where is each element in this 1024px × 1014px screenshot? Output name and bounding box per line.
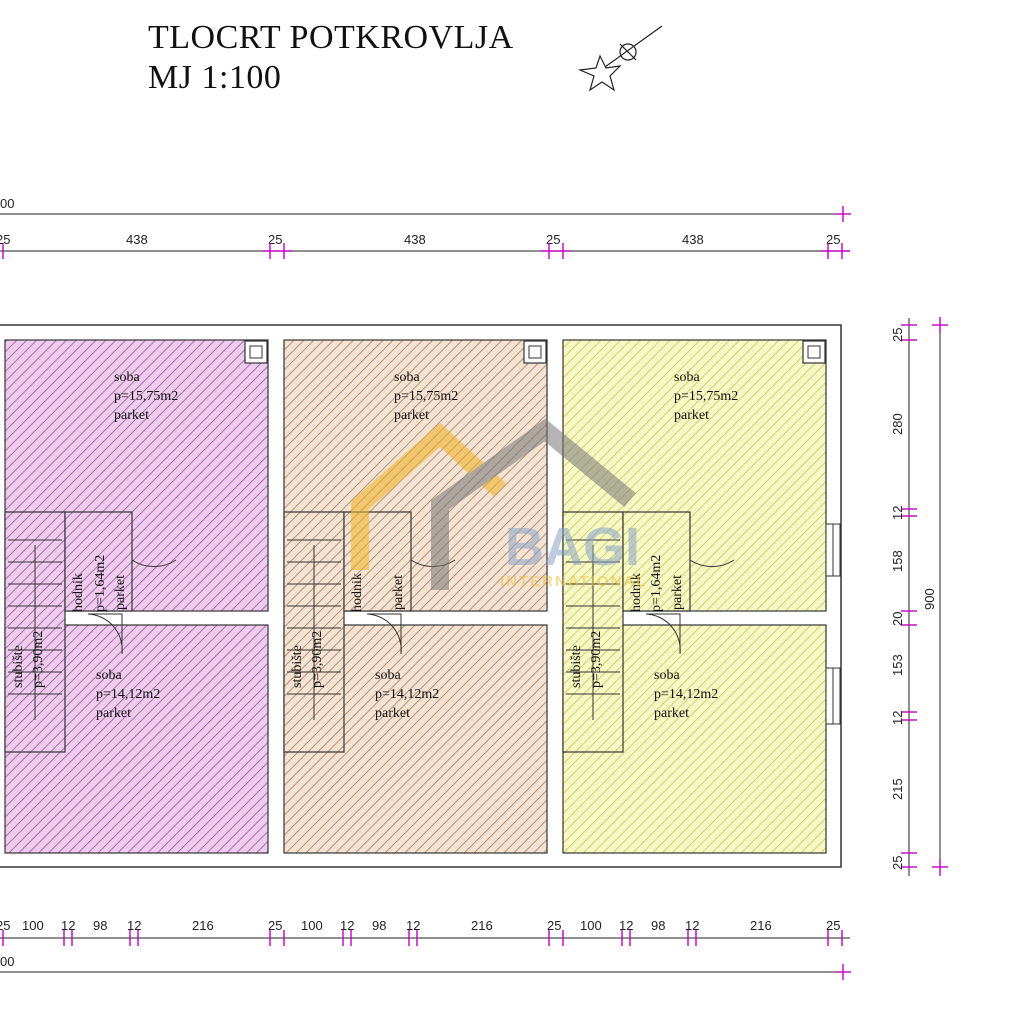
label-room-bottom-floor-3: parket — [654, 706, 689, 721]
dim-bottom-seg-16: 12 — [685, 918, 699, 933]
unit-3: soba p=15,75m2 parket soba p=14,12m2 par… — [562, 339, 841, 854]
dim-bottom-seg-13: 100 — [580, 918, 602, 933]
right-dimensions: 25 280 12 158 20 153 12 215 25 900 — [890, 317, 948, 876]
top-dimensions: 00 25 438 25 438 25 438 25 — [0, 196, 851, 259]
label-room-bottom-name-2: soba — [375, 668, 401, 683]
dim-top-seg-1: 438 — [126, 232, 148, 247]
label-stairs-area-3: p=3,90m2 — [589, 631, 604, 688]
dim-right-seg-5: 153 — [890, 654, 905, 676]
dim-bottom-seg-17: 216 — [750, 918, 772, 933]
dim-top-seg-5: 438 — [682, 232, 704, 247]
dim-top-seg-3: 438 — [404, 232, 426, 247]
label-stairs-name-2: stubište — [290, 645, 305, 688]
label-hall-name-3: hodnik — [629, 573, 644, 612]
dim-right-seg-2: 12 — [890, 506, 905, 520]
dim-bottom-seg-0: 25 — [0, 918, 10, 933]
watermark-subtext: INTERNATIONAL — [500, 573, 647, 590]
dim-right-seg-4: 20 — [890, 612, 905, 626]
dim-bottom-seg-15: 98 — [651, 918, 665, 933]
watermark-text: BAGI — [505, 517, 640, 577]
label-room-bottom-floor-1: parket — [96, 706, 131, 721]
dim-bottom-seg-10: 12 — [406, 918, 420, 933]
chimney-1 — [244, 340, 268, 364]
label-hall-floor-2: parket — [391, 575, 406, 610]
label-hall-name-1: hodnik — [71, 573, 86, 612]
dim-right-seg-7: 215 — [890, 778, 905, 800]
dim-bottom-seg-4: 12 — [127, 918, 141, 933]
label-hall-area-3: p=1,64m2 — [649, 555, 664, 612]
unit-2: soba p=15,75m2 parket soba p=14,12m2 par… — [283, 339, 548, 854]
label-room-top-area-1: p=15,75m2 — [114, 389, 178, 404]
hall-3 — [622, 511, 691, 612]
dim-bottom-seg-18: 25 — [826, 918, 840, 933]
label-room-top-floor-3: parket — [674, 408, 709, 423]
label-stairs-name-3: stubište — [569, 645, 584, 688]
label-room-bottom-area-2: p=14,12m2 — [375, 687, 439, 702]
label-room-top-name-2: soba — [394, 370, 420, 385]
unit-1: soba p=15,75m2 parket soba p=14,12m2 par… — [4, 339, 269, 854]
label-room-bottom-floor-2: parket — [375, 706, 410, 721]
label-room-bottom-name-1: soba — [96, 668, 122, 683]
chimney-2 — [523, 340, 547, 364]
dim-right-overall: 900 — [922, 588, 937, 610]
label-stairs-name-1: stubište — [11, 645, 26, 688]
label-room-top-floor-2: parket — [394, 408, 429, 423]
label-room-bottom-area-3: p=14,12m2 — [654, 687, 718, 702]
dim-bottom-seg-14: 12 — [619, 918, 633, 933]
north-arrow-icon — [577, 25, 663, 92]
dim-right-seg-1: 280 — [890, 413, 905, 435]
dim-bottom-seg-6: 25 — [268, 918, 282, 933]
dim-top-seg-4: 25 — [546, 232, 560, 247]
label-room-bottom-name-3: soba — [654, 668, 680, 683]
label-room-top-floor-1: parket — [114, 408, 149, 423]
dim-top-seg-6: 25 — [826, 232, 840, 247]
label-room-top-name-3: soba — [674, 370, 700, 385]
dim-bottom-seg-3: 98 — [93, 918, 107, 933]
dim-bottom-seg-5: 216 — [192, 918, 214, 933]
label-hall-area-1: p=1,64m2 — [93, 555, 108, 612]
label-room-top-name-1: soba — [114, 370, 140, 385]
dim-top-seg-0: 25 — [0, 232, 10, 247]
label-room-bottom-area-1: p=14,12m2 — [96, 687, 160, 702]
title-line-1: TLOCRT POTKROVLJA — [148, 19, 514, 56]
dim-right-seg-0: 25 — [890, 328, 905, 342]
label-hall-floor-3: parket — [670, 575, 685, 610]
dim-top-overall: 00 — [0, 196, 14, 211]
dim-bottom-seg-1: 100 — [22, 918, 44, 933]
dim-bottom-seg-8: 12 — [340, 918, 354, 933]
dim-right-seg-8: 25 — [890, 856, 905, 870]
label-stairs-area-2: p=3,90m2 — [310, 631, 325, 688]
watermark-logo: BAGI INTERNATIONAL — [351, 418, 647, 590]
dim-bottom-seg-2: 12 — [61, 918, 75, 933]
label-stairs-area-1: p=3,90m2 — [31, 631, 46, 688]
title-scale: MJ 1:100 — [148, 59, 282, 96]
dim-right-seg-3: 158 — [890, 550, 905, 572]
chimney-3 — [802, 340, 826, 364]
hall-1 — [64, 511, 133, 612]
bottom-dimensions: 25 100 12 98 12 216 25 100 12 98 12 216 … — [0, 918, 851, 980]
label-hall-floor-1: parket — [113, 575, 128, 610]
dim-bottom-seg-7: 100 — [301, 918, 323, 933]
drawing-title: TLOCRT POTKROVLJA MJ 1:100 — [148, 18, 514, 98]
dim-bottom-seg-9: 98 — [372, 918, 386, 933]
dim-top-seg-2: 25 — [268, 232, 282, 247]
dim-bottom-seg-11: 216 — [471, 918, 493, 933]
dim-bottom-overall: 00 — [0, 954, 14, 969]
label-room-top-area-2: p=15,75m2 — [394, 389, 458, 404]
dim-bottom-seg-12: 25 — [547, 918, 561, 933]
label-hall-name-2: hodnik — [350, 573, 365, 612]
dim-right-seg-6: 12 — [890, 711, 905, 725]
label-room-top-area-3: p=15,75m2 — [674, 389, 738, 404]
